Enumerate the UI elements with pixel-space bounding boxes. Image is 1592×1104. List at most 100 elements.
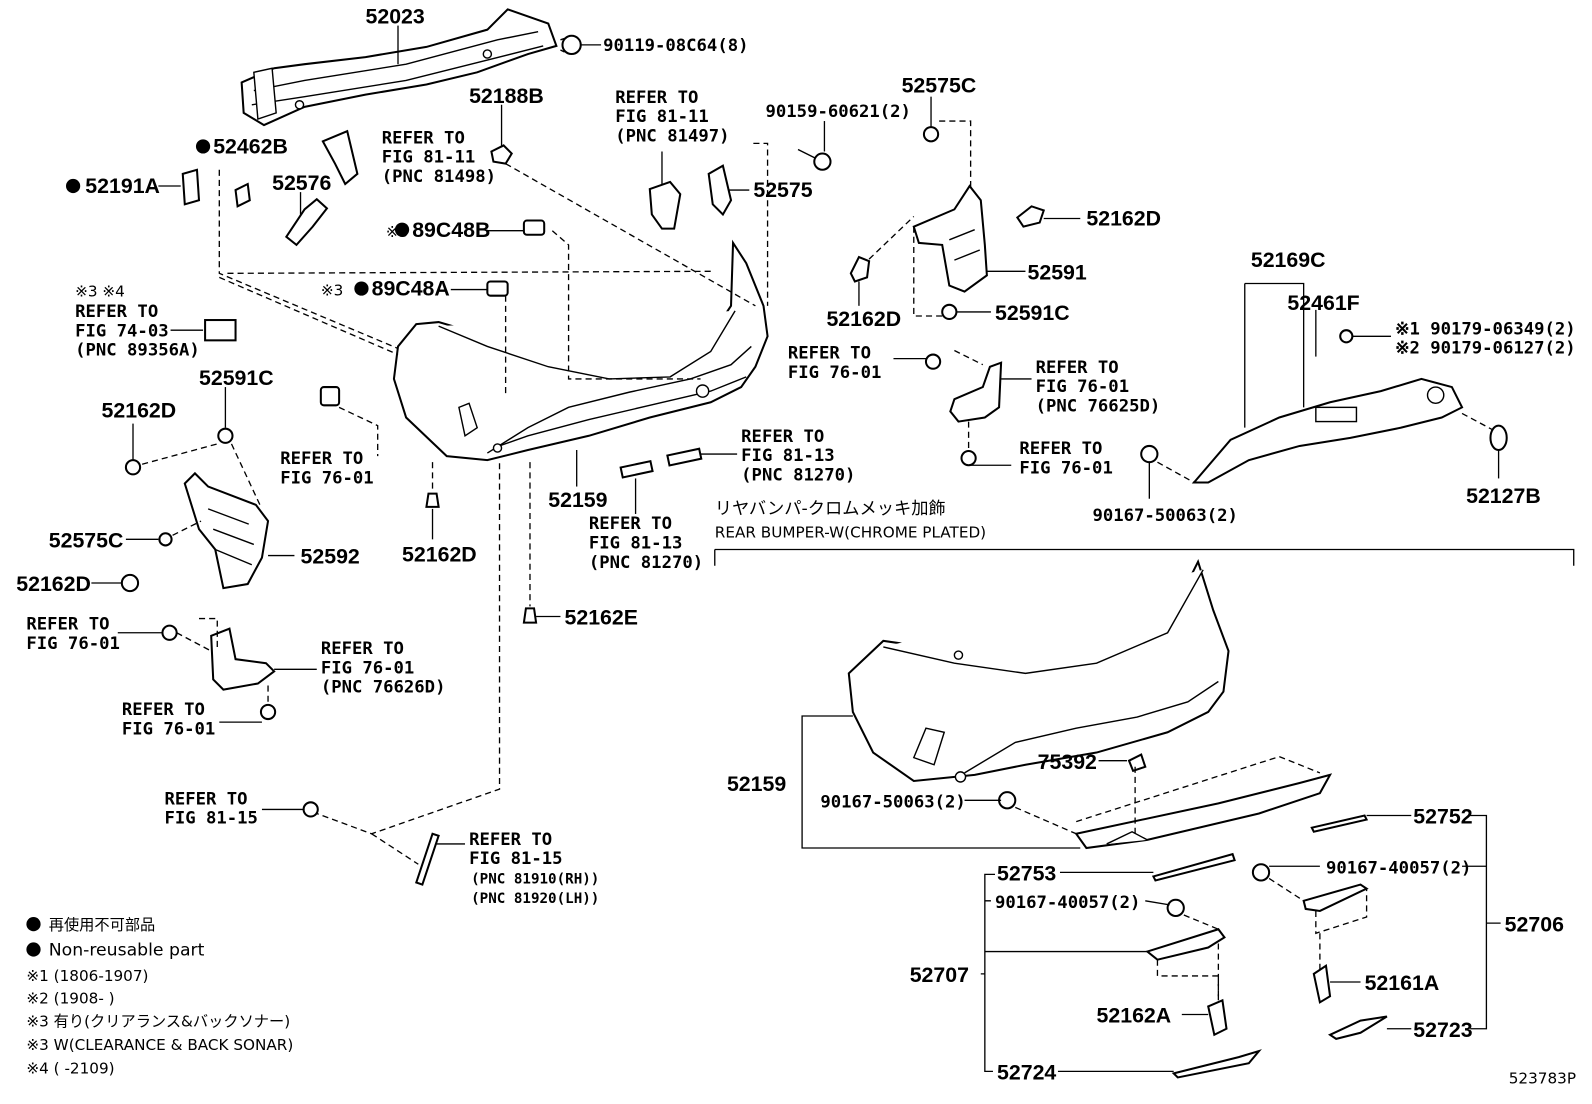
label-52752[interactable]: 52752	[1413, 805, 1472, 829]
ref-76626d-1[interactable]: REFER TO	[321, 639, 404, 659]
label-52462b[interactable]: 52462B	[213, 135, 288, 159]
retainer-52575-drawing	[707, 164, 733, 217]
screw-90167-40057-l-drawing	[1166, 898, 1185, 918]
label-52753[interactable]: 52753	[997, 861, 1056, 885]
label-52162a[interactable]: 52162A	[1097, 1004, 1172, 1028]
label-52707[interactable]: 52707	[910, 963, 969, 987]
reinforcement-drawing	[240, 8, 558, 127]
mudflap-76625d-drawing	[949, 361, 1003, 423]
ref-8113b-1[interactable]: REFER TO	[589, 514, 672, 534]
label-52706[interactable]: 52706	[1505, 912, 1564, 936]
label-90167-50063-bot[interactable]: 90167-50063(2)	[820, 792, 965, 812]
clip-52188b-drawing	[490, 144, 513, 165]
ref-8113b-3[interactable]: (PNC 81270)	[589, 553, 703, 573]
ref-7601-l1-2[interactable]: FIG 76-01	[26, 634, 119, 654]
label-75392[interactable]: 75392	[1038, 750, 1097, 774]
label-52162d-l1[interactable]: 52162D	[102, 399, 177, 423]
label-52127b[interactable]: 52127B	[1466, 484, 1541, 508]
label-52461f[interactable]: 52461F	[1287, 291, 1359, 315]
label-52159-bot[interactable]: 52159	[727, 772, 786, 796]
ref-8115b-4[interactable]: (PNC 81920(LH))	[471, 891, 599, 907]
label-52576[interactable]: 52576	[272, 171, 331, 195]
ref-89356a-3[interactable]: (PNC 89356A)	[75, 341, 200, 361]
label-52169c[interactable]: 52169C	[1251, 248, 1326, 272]
ref-81497-3[interactable]: (PNC 81497)	[615, 126, 729, 146]
ref-7601-r3-1[interactable]: REFER TO	[1019, 439, 1102, 459]
ref-81497-2[interactable]: FIG 81-11	[615, 107, 708, 127]
label-89c48a[interactable]: 89C48A	[372, 277, 450, 301]
label-52575c-l[interactable]: 52575C	[49, 528, 124, 552]
ref-7601-mid-2[interactable]: FIG 76-01	[280, 469, 373, 489]
ref-76626d-2[interactable]: FIG 76-01	[321, 658, 414, 678]
ref-7601-mid-1[interactable]: REFER TO	[280, 449, 363, 469]
label-52162e[interactable]: 52162E	[565, 606, 638, 630]
clip-52162d-l1-drawing	[124, 459, 142, 476]
label-90167-40057-l[interactable]: 90167-40057(2)	[995, 893, 1140, 913]
ref-8113b-2[interactable]: FIG 81-13	[589, 533, 682, 553]
label-52592[interactable]: 52592	[301, 545, 360, 569]
label-52724[interactable]: 52724	[997, 1060, 1056, 1084]
ref-8115a-2[interactable]: FIG 81-15	[164, 809, 257, 829]
ref-7601-r3-2[interactable]: FIG 76-01	[1019, 458, 1112, 478]
label-52162d-r2[interactable]: 52162D	[826, 307, 901, 331]
ref-8113a-1[interactable]: REFER TO	[741, 427, 824, 447]
label-52591[interactable]: 52591	[1027, 260, 1086, 284]
ref-76625d-3[interactable]: (PNC 76625D)	[1036, 396, 1161, 416]
label-52575[interactable]: 52575	[753, 178, 812, 202]
ref-76625d-2[interactable]: FIG 76-01	[1036, 377, 1129, 397]
label-90159[interactable]: 90159-60621(2)	[766, 102, 911, 122]
label-52723[interactable]: 52723	[1413, 1018, 1472, 1042]
ref-7601-l3-2[interactable]: FIG 76-01	[122, 719, 215, 739]
label-52575c-top[interactable]: 52575C	[902, 74, 977, 98]
legend-note3-jp: ※3 有り(クリアランス&バックソナー)	[26, 1013, 290, 1031]
ref-76625d-1[interactable]: REFER TO	[1036, 358, 1119, 378]
ref-7601-r1-2[interactable]: FIG 76-01	[788, 363, 881, 383]
ref-89356a-1[interactable]: REFER TO	[75, 302, 158, 322]
ref-81497-1[interactable]: REFER TO	[615, 88, 698, 108]
nonreusable-dot-icon	[26, 917, 41, 932]
clip-52591c-l-drawing	[217, 427, 234, 444]
label-52188b[interactable]: 52188B	[469, 84, 544, 108]
label-90167-50063-top[interactable]: 90167-50063(2)	[1092, 506, 1237, 526]
clip-52161a-drawing	[1312, 964, 1332, 1004]
label-52162d-r1[interactable]: 52162D	[1086, 207, 1161, 231]
label-90179-a[interactable]: ※1 90179-06349(2)	[1395, 319, 1576, 339]
label-90119[interactable]: 90119-08C64(8)	[603, 36, 748, 56]
label-52161a[interactable]: 52161A	[1365, 971, 1440, 995]
label-52023[interactable]: 52023	[366, 5, 425, 29]
ref-81498-1[interactable]: REFER TO	[382, 128, 465, 148]
label-90179-b[interactable]: ※2 90179-06127(2)	[1395, 339, 1576, 359]
ref-89356a-2[interactable]: FIG 74-03	[75, 321, 168, 341]
ref-8115b-1[interactable]: REFER TO	[469, 830, 552, 850]
label-52159-top[interactable]: 52159	[548, 488, 607, 512]
label-52162d-mid[interactable]: 52162D	[402, 543, 477, 567]
ref-8115b-2[interactable]: FIG 81-15	[469, 849, 562, 869]
clip-52162d-r1-drawing	[1015, 205, 1046, 228]
ref-7601-l3-1[interactable]: REFER TO	[122, 700, 205, 720]
screw-90159-drawing	[797, 148, 832, 171]
label-52162d-l2[interactable]: 52162D	[16, 572, 91, 596]
label-52591c-l[interactable]: 52591C	[199, 366, 274, 390]
rod-81910-drawing	[414, 832, 440, 886]
label-52191a[interactable]: 52191A	[85, 174, 160, 198]
ref-8113a-3[interactable]: (PNC 81270)	[741, 465, 855, 485]
ref-7601-l1-1[interactable]: REFER TO	[26, 615, 109, 635]
ref-81498-2[interactable]: FIG 81-11	[382, 148, 475, 168]
label-90167-40057-r[interactable]: 90167-40057(2)	[1326, 858, 1471, 878]
trim-52753-drawing	[1151, 852, 1236, 882]
ref-8115a-1[interactable]: REFER TO	[164, 789, 247, 809]
label-52591c-r[interactable]: 52591C	[995, 301, 1070, 325]
ref-7601-r1-1[interactable]: REFER TO	[788, 344, 871, 364]
ref-76626d-3[interactable]: (PNC 76626D)	[321, 678, 446, 698]
label-89c48b[interactable]: 89C48B	[412, 218, 490, 242]
clip-52162d-l2-drawing	[120, 573, 140, 593]
clip-7601-r1-drawing	[924, 353, 942, 370]
lamp-81270-a-drawing	[619, 459, 654, 479]
ref-81498-3[interactable]: (PNC 81498)	[382, 167, 496, 187]
lamp-81270-b-drawing	[666, 447, 703, 467]
ref-8113a-2[interactable]: FIG 81-13	[741, 446, 834, 466]
section-title-en: REAR BUMPER-W(CHROME PLATED)	[715, 523, 986, 541]
clip-7601-l3-drawing	[259, 703, 277, 721]
ref-8115b-3[interactable]: (PNC 81910(RH))	[471, 872, 599, 888]
